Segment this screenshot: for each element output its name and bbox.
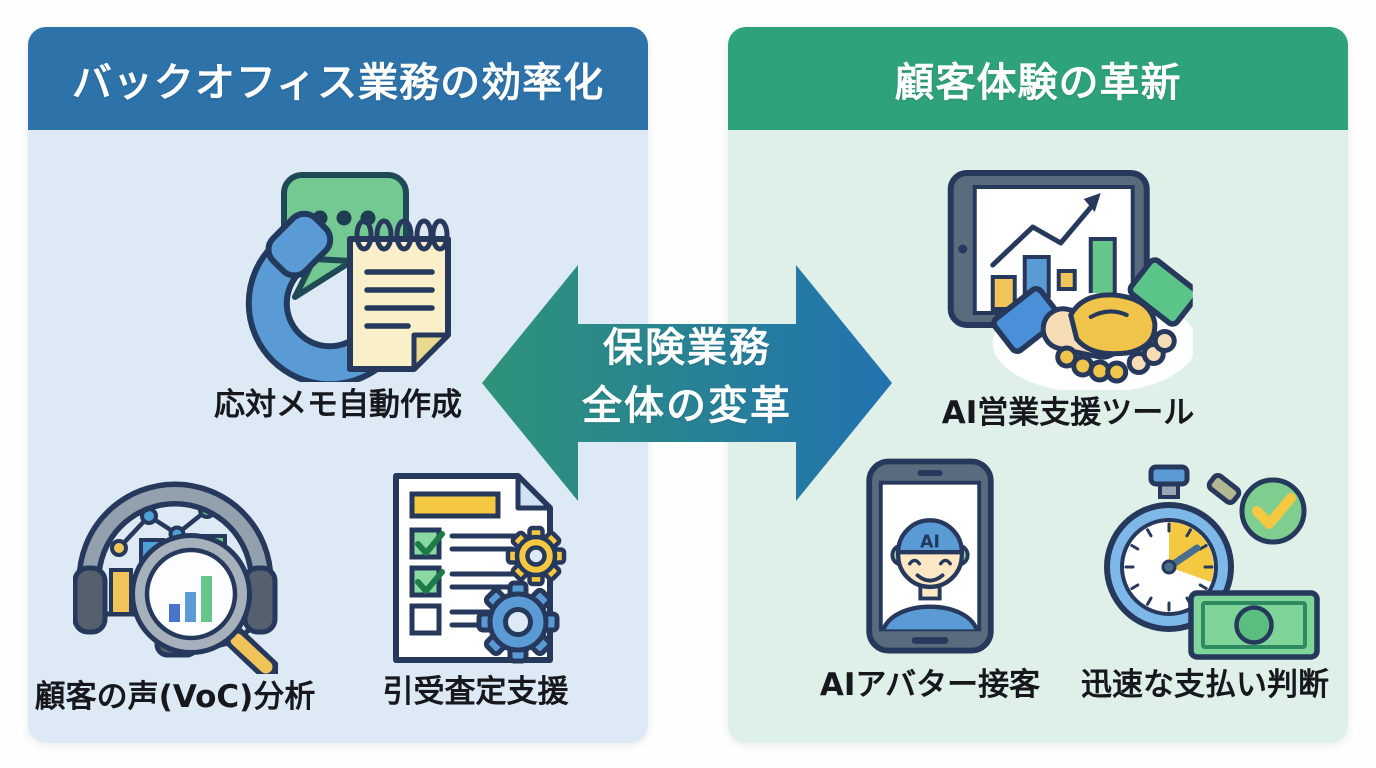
arrow-text-line2: 全体の変革 <box>582 383 792 429</box>
double-arrow-icon <box>482 265 892 501</box>
magnifier-icon <box>129 533 278 674</box>
big-gear-icon <box>476 580 560 664</box>
phone-memo-icon <box>245 172 451 382</box>
handshake-icon <box>991 257 1193 390</box>
underwriting-label: 引受査定支援 <box>382 674 569 710</box>
arrow-text-line1: 保険業務 <box>603 325 771 371</box>
transformation-arrow: 保険業務 全体の変革 <box>480 257 894 509</box>
headset-analysis-icon <box>72 481 278 674</box>
customer-experience-panel-header: 顧客体験の革新 <box>728 27 1348 130</box>
call-memo-item: 応対メモ自動作成 <box>214 167 462 422</box>
stopwatch-money-icon <box>1104 464 1320 660</box>
ai-sales-label: AI営業支援ツール <box>941 395 1195 431</box>
back-office-panel-header: バックオフィス業務の効率化 <box>28 27 648 130</box>
back-office-panel-title: バックオフィス業務の効率化 <box>71 59 605 106</box>
voc-analysis-label: 顧客の声(VoC)分析 <box>34 679 316 715</box>
customer-experience-panel-title: 顧客体験の革新 <box>894 59 1182 106</box>
call-memo-label: 応対メモ自動作成 <box>214 387 462 423</box>
transformation-arrow-text: 保険業務 全体の変革 <box>480 319 894 435</box>
memo-pad-icon <box>347 218 451 372</box>
checklist-gears-icon <box>393 473 567 664</box>
fast-payment-item: 迅速な支払い判断 <box>1081 455 1329 702</box>
fast-payment-label: 迅速な支払い判断 <box>1081 667 1329 703</box>
avatar-cap-text: AI <box>920 532 940 552</box>
tablet-handshake-icon <box>948 170 1193 390</box>
ai-avatar-phone-icon: AI <box>866 458 994 654</box>
underwriting-item: 引受査定支援 <box>368 464 583 709</box>
stopwatch-ticks <box>1124 522 1214 612</box>
small-gear-icon <box>505 525 567 587</box>
ai-avatar-item: AI AIアバター接客 <box>820 452 1040 702</box>
voc-analysis-item: 顧客の声(VoC)分析 <box>35 452 315 714</box>
ai-avatar-label: AIアバター接客 <box>819 667 1041 703</box>
ai-avatar-face-icon: AI <box>881 518 979 630</box>
ai-sales-item: AI営業支援ツール <box>941 165 1195 431</box>
banknote-icon <box>1188 590 1320 660</box>
